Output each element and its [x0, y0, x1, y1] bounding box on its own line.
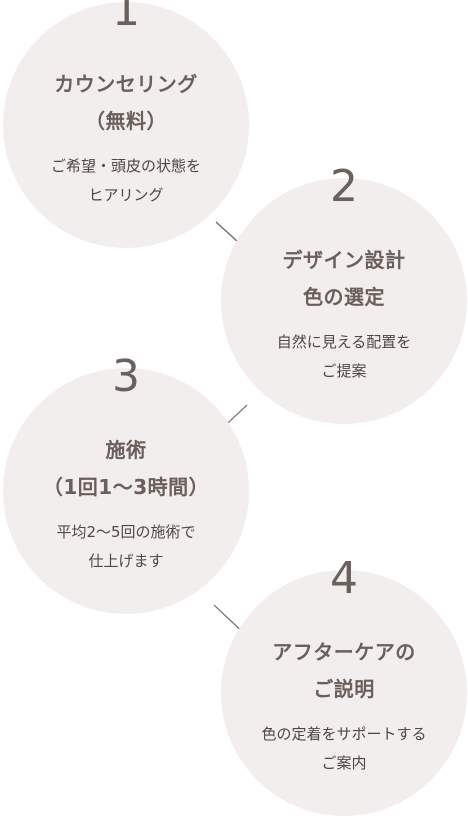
step-description-line: ご案内: [321, 754, 367, 772]
step-circle-3: 3 施術 （1回1～3時間） 平均2～5回の施術で 仕上げます: [3, 355, 249, 614]
step-title-line: 施術: [105, 438, 147, 462]
step-description: ご希望・頭皮の状態を ヒアリング: [11, 152, 241, 210]
step-description-line: ご提案: [321, 362, 367, 380]
step-description-line: ヒアリング: [88, 186, 164, 204]
step-circle-4: 4 アフターケアの ご説明 色の定着をサポートする ご案内: [221, 557, 467, 816]
step-title-line: ご説明: [313, 677, 375, 701]
step-title-line: デザイン設計: [282, 248, 406, 272]
step-number: 2: [330, 161, 358, 212]
step-description-line: 色の定着をサポートする: [261, 725, 427, 743]
step-description-line: 自然に見える配置を: [276, 333, 412, 351]
step-title: デザイン設計 色の選定: [229, 242, 459, 316]
step-circle-2: 2 デザイン設計 色の選定 自然に見える配置を ご提案: [221, 165, 467, 424]
step-description: 平均2～5回の施術で 仕上げます: [11, 518, 241, 576]
step-number: 4: [330, 553, 358, 604]
step-circle-1: 1 カウンセリング （無料） ご希望・頭皮の状態を ヒアリング: [3, 0, 249, 248]
step-title-line: アフターケアの: [272, 640, 416, 664]
step-title-line: 色の選定: [303, 285, 385, 309]
step-title: 施術 （1回1～3時間）: [11, 432, 241, 506]
step-number: 3: [112, 351, 140, 402]
step-description: 色の定着をサポートする ご案内: [229, 720, 459, 778]
step-description-line: 平均2～5回の施術で: [56, 523, 196, 541]
step-number: 1: [112, 0, 140, 36]
step-title: カウンセリング （無料）: [11, 66, 241, 140]
step-description-line: ご希望・頭皮の状態を: [50, 157, 201, 175]
step-title-line: カウンセリング: [54, 72, 198, 96]
step-title-line: （無料）: [85, 109, 167, 133]
step-title-line: （1回1～3時間）: [42, 475, 210, 499]
step-title: アフターケアの ご説明: [229, 634, 459, 708]
step-description: 自然に見える配置を ご提案: [229, 328, 459, 386]
step-description-line: 仕上げます: [88, 552, 164, 570]
